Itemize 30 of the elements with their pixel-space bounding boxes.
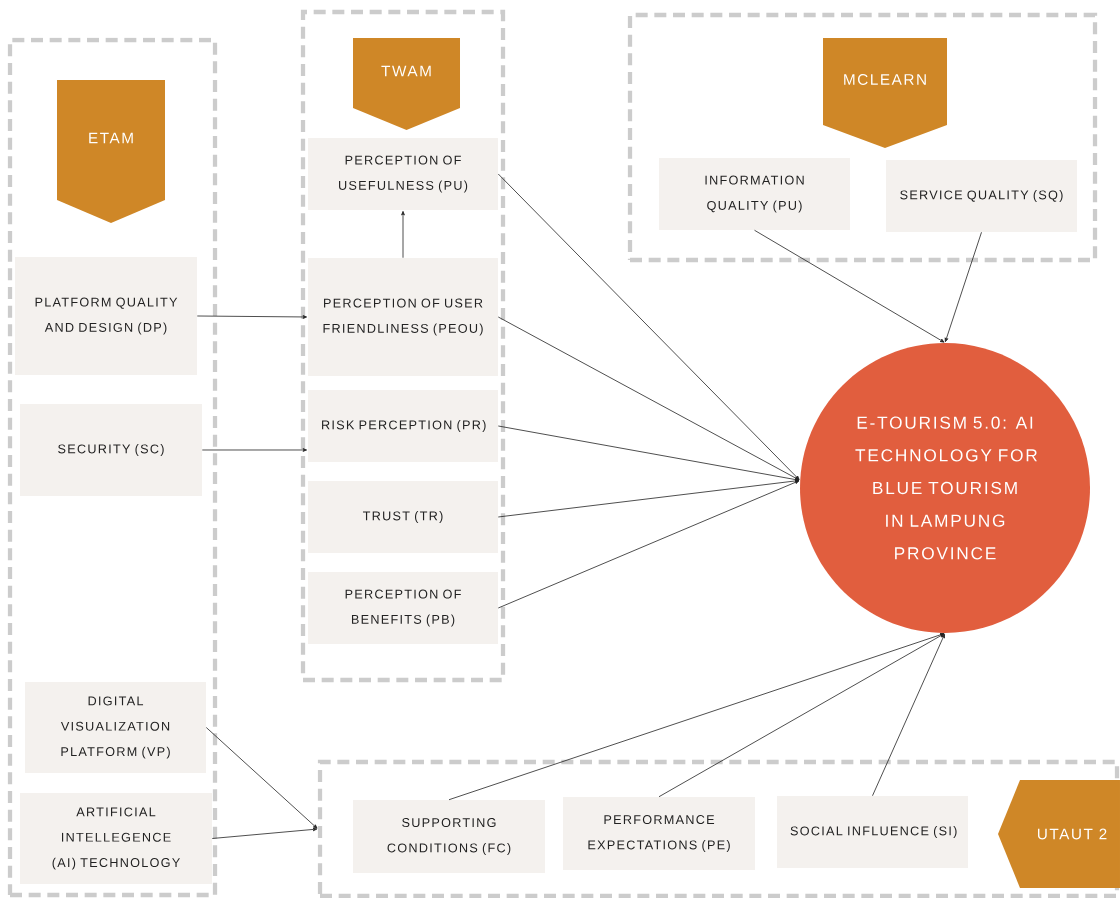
text-box: TRUST (TR): [308, 481, 498, 553]
arrow: [205, 727, 318, 829]
text-box: SERVICE QUALITY (SQ): [886, 160, 1077, 232]
text-box: PERFORMANCE EXPECTATIONS (PE): [563, 797, 755, 870]
text-box: ARTIFICIAL INTELLEGENCE (AI) TECHNOLOGY: [20, 793, 212, 884]
arrow: [201, 448, 308, 452]
arrow: [211, 827, 318, 839]
arrow: [754, 229, 945, 343]
arrow: [497, 173, 800, 480]
text-box: RISK PERCEPTION (PR): [308, 390, 498, 462]
arrow: [497, 480, 800, 609]
arrow: [944, 231, 982, 343]
text-box: PLATFORM QUALITY AND DESIGN (DP): [15, 257, 197, 375]
text-box: PERCEPTION OF USEFULNESS (PU): [308, 138, 498, 210]
arrow: [497, 425, 800, 482]
text-box: DIGITAL VISUALIZATION PLATFORM (VP): [25, 682, 206, 773]
arrow: [401, 210, 405, 259]
arrow: [872, 633, 945, 797]
arrow: [448, 633, 945, 801]
text-box: SUPPORTING CONDITIONS (FC): [353, 800, 545, 873]
text-box: SOCIAL INFLUENCE (SI): [777, 796, 968, 868]
banner: ETAM: [57, 80, 165, 223]
text-box: PERCEPTION OF USER FRIENDLINESS (PEOU): [308, 258, 498, 376]
arrow: [497, 316, 800, 481]
arrow: [658, 633, 945, 798]
text-box: PERCEPTION OF BENEFITS (PB): [308, 572, 498, 644]
text-box: INFORMATION QUALITY (PU): [659, 158, 850, 230]
text-box: SECURITY (SC): [20, 404, 202, 496]
arrow: [196, 315, 308, 319]
banner: TWAM: [353, 38, 460, 130]
